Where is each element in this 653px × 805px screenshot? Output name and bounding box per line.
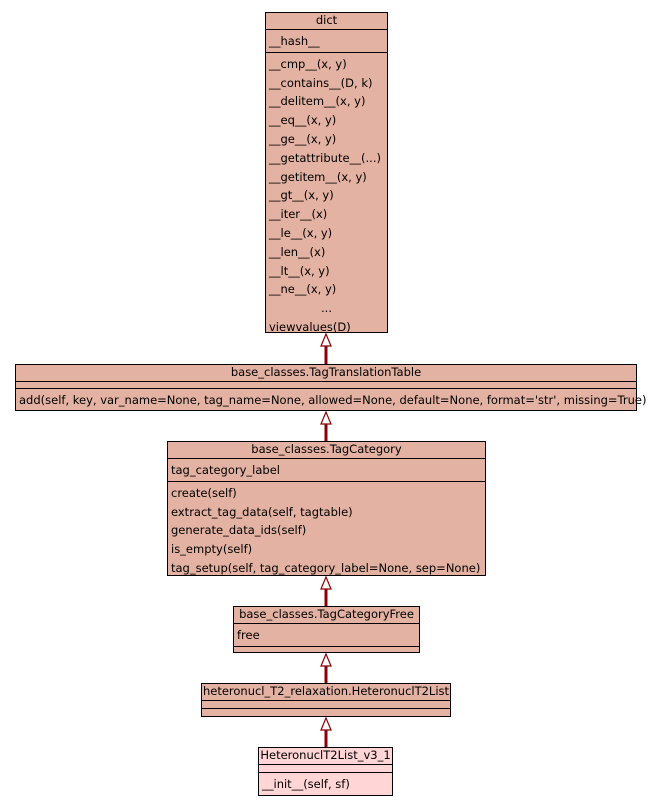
- method: __gt__(x, y): [269, 188, 334, 203]
- method: __ne__(x, y): [269, 282, 337, 297]
- methods-section: create(self) extract_tag_data(self, tagt…: [168, 482, 485, 579]
- attributes-section: [202, 701, 450, 709]
- methods-section: __cmp__(x, y) __contains__(D, k) __delit…: [266, 53, 387, 338]
- attribute: free: [237, 628, 260, 642]
- methods-section: [202, 709, 450, 717]
- methods-section: __init__(self, sf): [259, 773, 392, 795]
- method: viewvalues(D): [269, 319, 351, 334]
- method: add(self, key, var_name=None, tag_name=N…: [19, 393, 647, 407]
- methods-section: add(self, key, var_name=None, tag_name=N…: [16, 389, 647, 411]
- class-box-tag-category[interactable]: base_classes.TagCategory tag_category_la…: [167, 441, 486, 576]
- attributes-section: [259, 765, 392, 773]
- class-box-heteronucl-t2-list-v3-1[interactable]: HeteronuclT2List_v3_1 __init__(self, sf): [258, 747, 393, 796]
- methods-section: [234, 647, 419, 654]
- inheritance-arrowhead: [320, 332, 332, 347]
- class-name: heteronucl_T2_relaxation.HeteronuclT2Lis…: [202, 684, 450, 701]
- method: __contains__(D, k): [269, 75, 373, 90]
- class-name: base_classes.TagCategory: [168, 442, 485, 459]
- method: __iter__(x): [269, 207, 328, 222]
- attribute: tag_category_label: [171, 463, 280, 477]
- method: __init__(self, sf): [262, 777, 350, 791]
- class-name: HeteronuclT2List_v3_1: [259, 748, 392, 765]
- method: __eq__(x, y): [269, 113, 337, 128]
- inheritance-arrowhead: [320, 410, 332, 425]
- class-box-dict[interactable]: dict __hash__ __cmp__(x, y) __contains__…: [265, 12, 388, 334]
- method: is_empty(self): [171, 542, 253, 557]
- method: __len__(x): [269, 244, 326, 259]
- method: __delitem__(x, y): [269, 94, 366, 109]
- method: __le__(x, y): [269, 225, 333, 240]
- method: __lt__(x, y): [269, 263, 330, 278]
- attributes-section: tag_category_label: [168, 459, 485, 482]
- inheritance-arrowhead: [320, 716, 332, 731]
- attributes-section: [16, 382, 636, 389]
- method: generate_data_ids(self): [171, 523, 307, 538]
- inheritance-arrowhead: [320, 575, 332, 590]
- method: __cmp__(x, y): [269, 56, 347, 71]
- attributes-section: free: [234, 624, 419, 647]
- method: __getattribute__(...): [269, 150, 381, 165]
- class-box-heteronucl-t2-list[interactable]: heteronucl_T2_relaxation.HeteronuclT2Lis…: [201, 683, 451, 717]
- method: __getitem__(x, y): [269, 169, 367, 184]
- class-name: dict: [266, 13, 387, 30]
- method-ellipsis: ...: [321, 301, 332, 316]
- attribute: __hash__: [269, 34, 320, 48]
- method: create(self): [171, 485, 237, 500]
- method: __ge__(x, y): [269, 131, 337, 146]
- class-name: base_classes.TagTranslationTable: [16, 365, 636, 382]
- class-box-tag-translation-table[interactable]: base_classes.TagTranslationTable add(sel…: [15, 364, 647, 411]
- class-box-tag-category-free[interactable]: base_classes.TagCategoryFree free: [233, 606, 420, 653]
- class-name: base_classes.TagCategoryFree: [234, 607, 419, 624]
- inheritance-arrowhead: [320, 652, 332, 667]
- attributes-section: __hash__: [266, 30, 387, 53]
- method: extract_tag_data(self, tagtable): [171, 504, 353, 519]
- method: tag_setup(self, tag_category_label=None,…: [171, 560, 481, 575]
